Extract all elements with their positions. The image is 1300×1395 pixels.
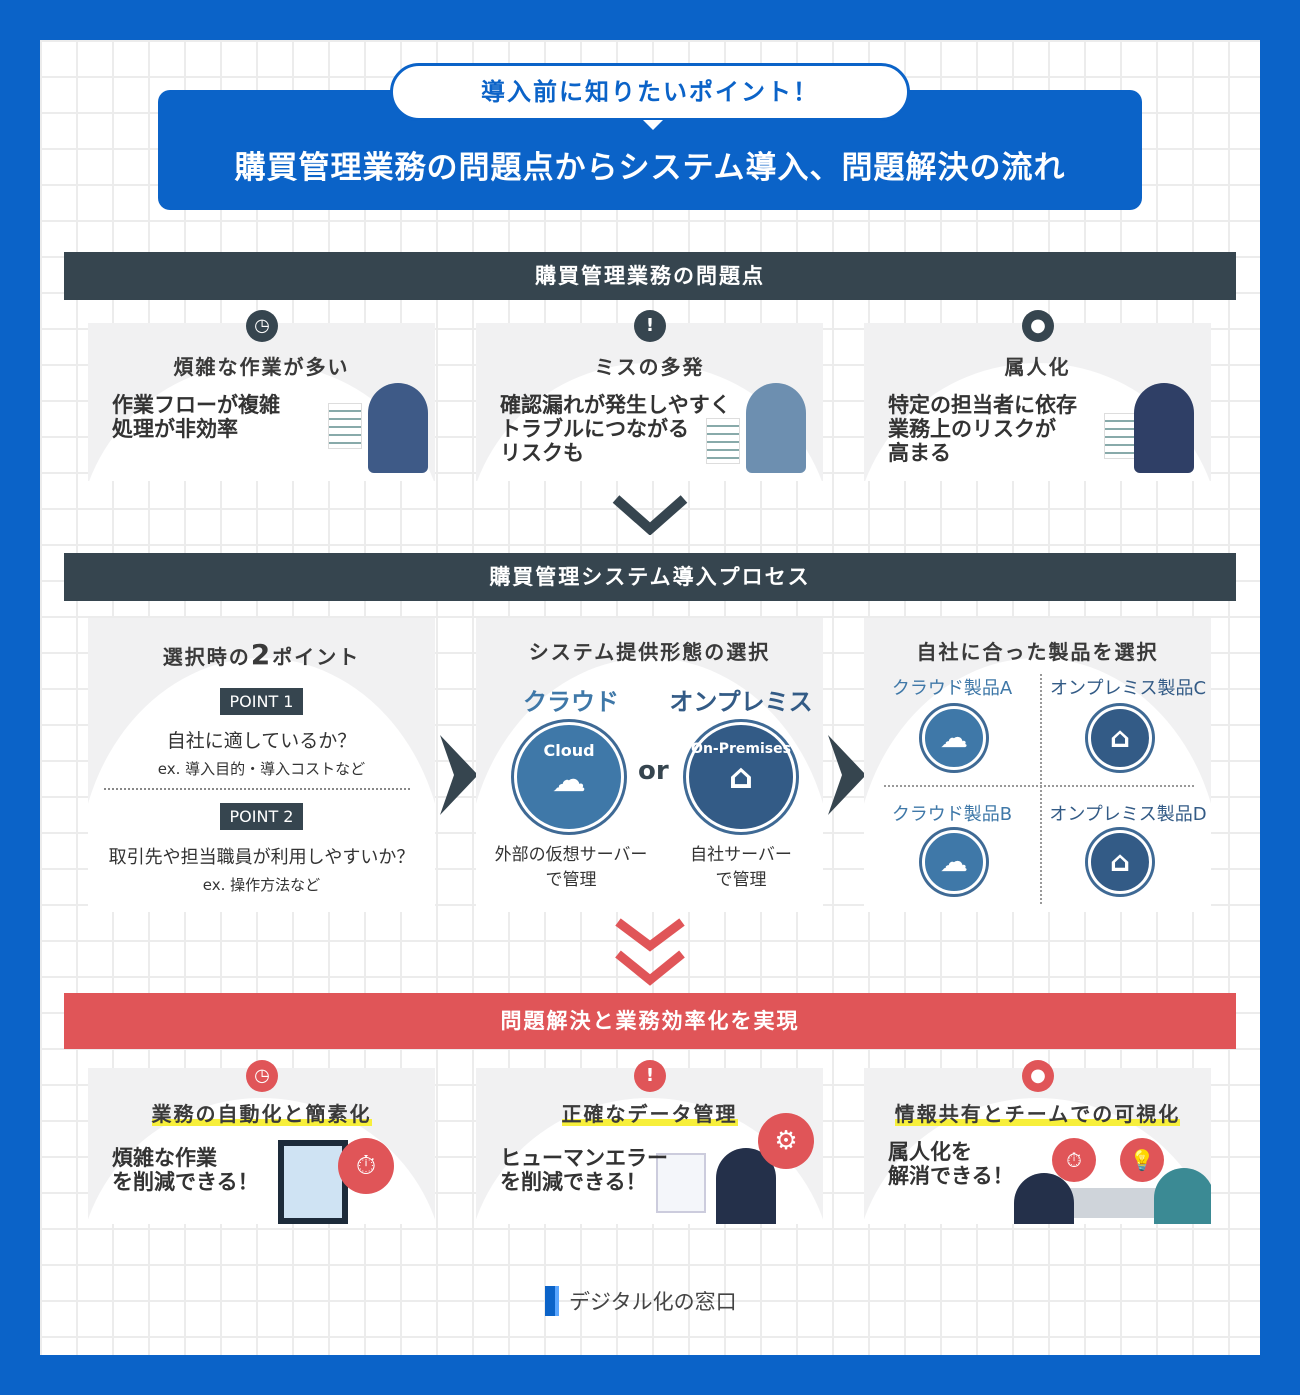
card-title: ミスの多発 (594, 355, 705, 379)
point-2-question: 取引先や担当職員が利用しやすいか？ (108, 847, 415, 868)
point-2-badge: POINT 2 (219, 803, 304, 830)
header-pill: 導入前に知りたいポイント！ (390, 63, 910, 130)
onprem-server-icon: On-Premises⌂ (686, 722, 796, 832)
stopwatch-icon: ⏱ (1052, 1138, 1096, 1182)
page-title: 購買管理業務の問題点からシステム導入、問題解決の流れ (158, 90, 1142, 210)
lightbulb-icon: 💡 (1120, 1138, 1164, 1182)
section-process-header: 購買管理システム導入プロセス (64, 553, 1236, 601)
cloud-server-icon: Cloud☁ (514, 722, 624, 832)
card-title: 正確なデータ管理 (561, 1102, 738, 1126)
selection-points-card: 選択時の2ポイント POINT 1 自社に適しているか？ ex. 導入目的・導入… (88, 618, 435, 912)
card-text: 作業フローが複雑 処理が非効率 (112, 393, 280, 441)
point-1-question: 自社に適しているか？ (166, 730, 357, 752)
clock-icon: ◷ (246, 1060, 278, 1092)
product-d-label: オンプレミス製品D (1049, 804, 1207, 825)
footer-logo: デジタル化の窓口 (545, 1286, 737, 1316)
result-card-1: 業務の自動化と簡素化 煩雑な作業 を削減できる！ ⏱ (88, 1068, 435, 1224)
point-1-example: ex. 導入目的・導入コストなど (157, 760, 366, 778)
exclamation-icon: ! (634, 310, 666, 342)
problem-card-1: 煩雑な作業が多い 作業フローが複雑 処理が非効率 (88, 323, 435, 481)
card-text: 煩雑な作業 を削減できる！ (112, 1146, 259, 1194)
product-a-label: クラウド製品A (891, 678, 1013, 699)
result-card-2: 正確なデータ管理 ヒューマンエラー を削減できる！ ⚙ (476, 1068, 823, 1224)
card-text: 特定の担当者に依存 業務上のリスクが 高まる (888, 393, 1077, 465)
stopwatch-gear-icon: ⏱ (338, 1138, 394, 1194)
double-chevron-down-icon (612, 918, 688, 992)
card-title: 情報共有とチームでの可視化 (894, 1102, 1181, 1126)
cloud-description: 外部の仮想サーバー で管理 (494, 845, 648, 890)
card-title: 煩雑な作業が多い (173, 355, 350, 379)
exclamation-icon: ! (634, 1060, 666, 1092)
chevron-down-icon (612, 495, 688, 539)
points-count: 2 (250, 638, 273, 671)
chevron-right-icon (828, 735, 868, 819)
logo-text: デジタル化の窓口 (569, 1290, 737, 1314)
user-icon: ● (1022, 310, 1054, 342)
result-card-3: 情報共有とチームでの可視化 属人化を 解消できる！ ⏱ 💡 (864, 1068, 1211, 1224)
or-label: or (638, 756, 669, 786)
card-text: ヒューマンエラー を削減できる！ (500, 1146, 668, 1194)
logo-icon (545, 1286, 559, 1316)
section-results-header: 問題解決と業務効率化を実現 (64, 993, 1236, 1049)
product-c-label: オンプレミス製品C (1049, 678, 1207, 699)
problem-card-3: 属人化 特定の担当者に依存 業務上のリスクが 高まる (864, 323, 1211, 481)
card-title: 業務の自動化と簡素化 (151, 1102, 372, 1126)
onprem-product-icon: ⌂ (1088, 830, 1152, 894)
cloud-icon-label: Cloud (543, 741, 595, 760)
product-b-label: クラウド製品B (891, 804, 1013, 825)
cloud-product-icon: ☁ (922, 830, 986, 894)
onprem-product-icon: ⌂ (1088, 706, 1152, 770)
problem-card-2: ミスの多発 確認漏れが発生しやすく トラブルにつながる リスクも (476, 323, 823, 481)
cloud-label: クラウド (523, 688, 619, 716)
point-2-example: ex. 操作方法など (202, 876, 321, 894)
product-select-card: 自社に合った製品を選択 クラウド製品A オンプレミス製品C クラウド製品B オン… (864, 618, 1211, 912)
onprem-label: オンプレミス (669, 688, 813, 716)
points-title: 選択時の (162, 645, 251, 669)
card-title: 属人化 (1004, 355, 1071, 379)
gear-icon: ⚙ (758, 1113, 814, 1169)
onprem-icon-label: On-Premises (691, 741, 791, 757)
products-title: 自社に合った製品を選択 (916, 640, 1159, 664)
forms-title: システム提供形態の選択 (528, 640, 771, 664)
section-problems-header: 購買管理業務の問題点 (64, 252, 1236, 300)
clock-icon: ◷ (246, 310, 278, 342)
onprem-description: 自社サーバー で管理 (690, 845, 792, 890)
card-text: 確認漏れが発生しやすく トラブルにつながる リスクも (500, 393, 731, 465)
system-form-card: システム提供形態の選択 クラウド オンプレミス Cloud☁ or On-Pre… (476, 618, 823, 912)
chevron-right-icon (440, 735, 480, 819)
cloud-product-icon: ☁ (922, 706, 986, 770)
card-text: 属人化を 解消できる！ (888, 1140, 1014, 1188)
user-icon: ● (1022, 1060, 1054, 1092)
points-title-suffix: ポイント (272, 645, 361, 669)
point-1-badge: POINT 1 (219, 688, 304, 715)
